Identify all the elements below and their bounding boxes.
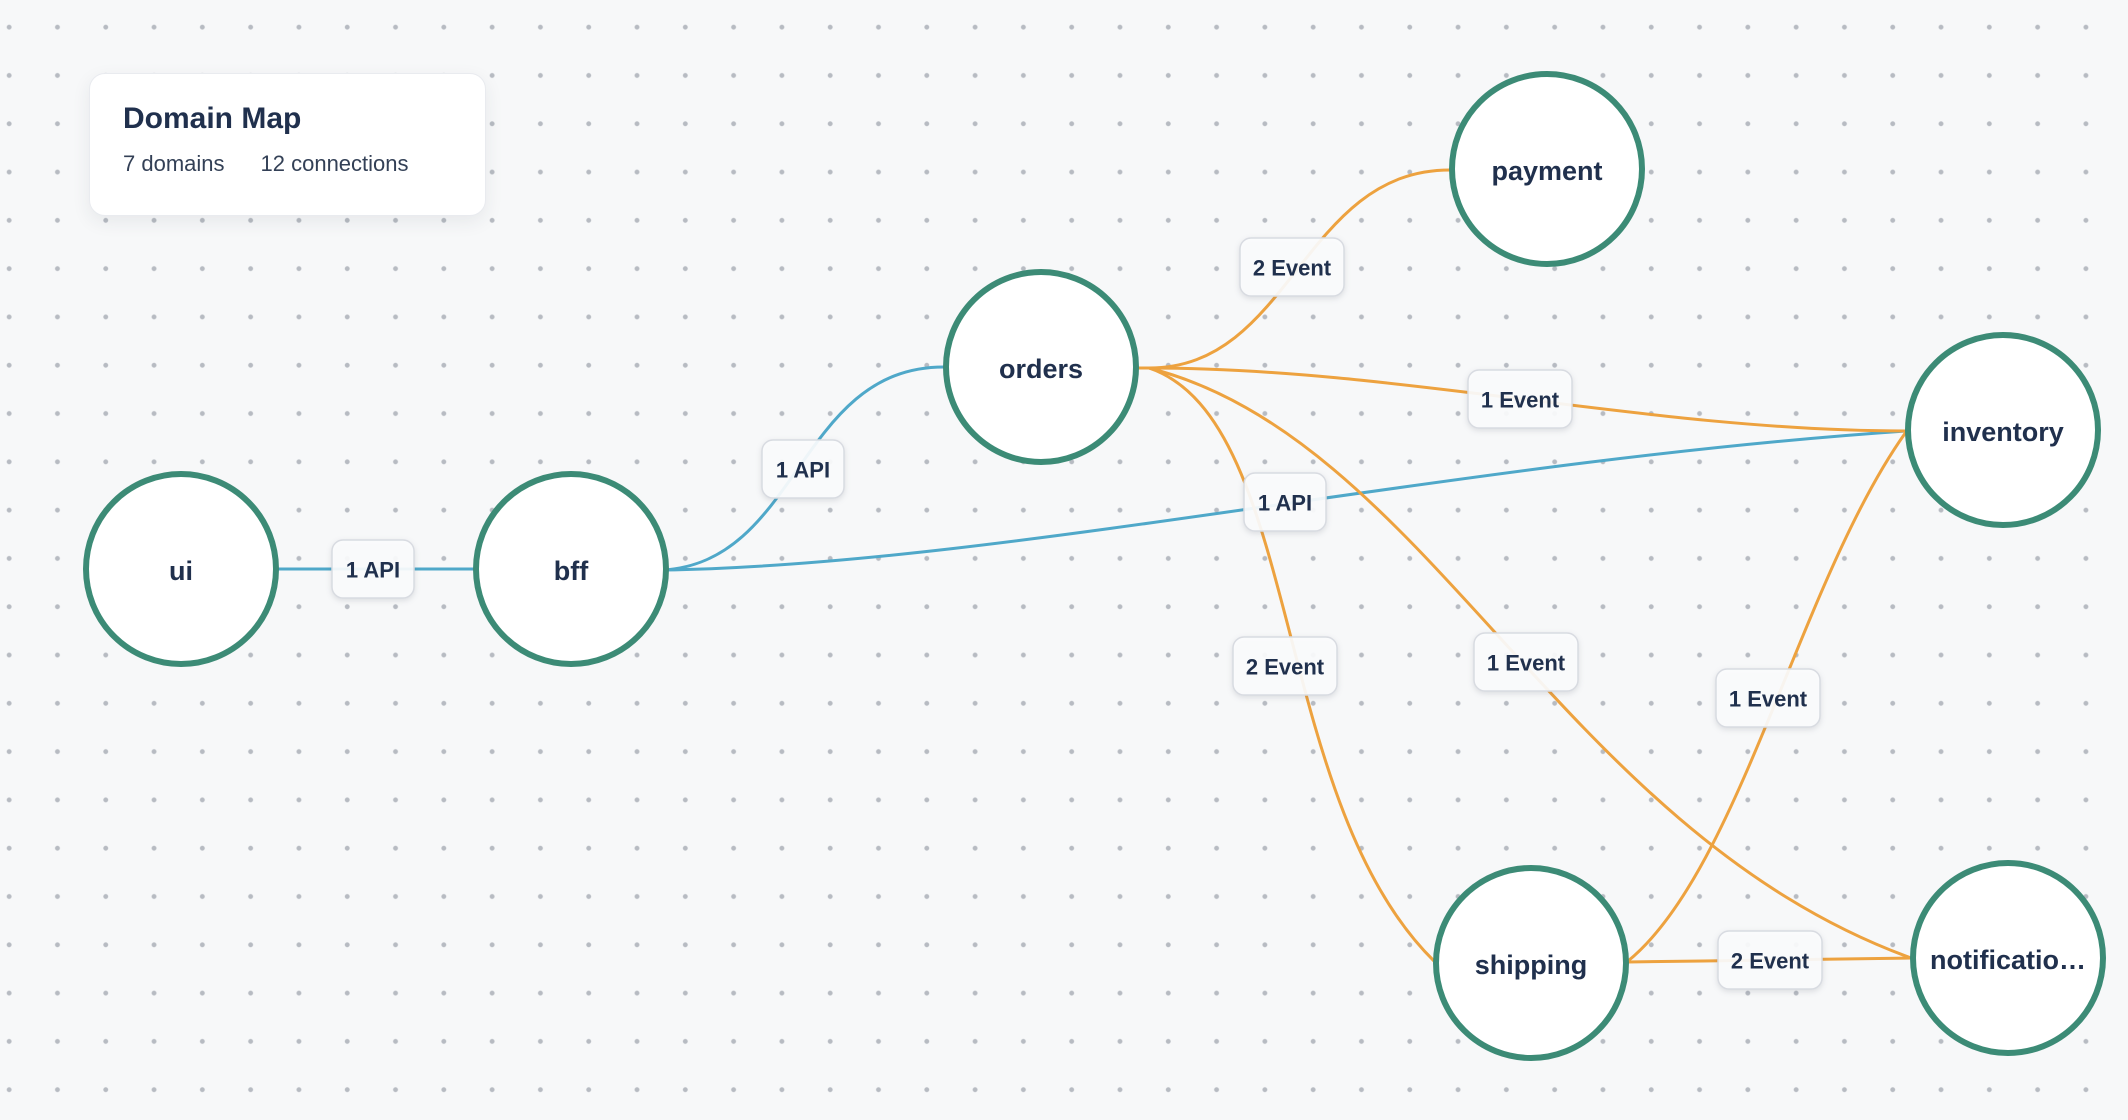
node-orders[interactable]: orders [943, 269, 1139, 465]
edge-orders-shipping[interactable] [1134, 366, 1436, 963]
node-ui[interactable]: ui [83, 471, 279, 667]
edge-label-box [1239, 237, 1345, 297]
edge-label-bff-orders[interactable]: 1 API [761, 439, 845, 499]
node-circle [83, 471, 279, 667]
edge-label-text: 1 API [776, 458, 830, 483]
node-circle [473, 471, 669, 667]
edge-label-box [1473, 632, 1579, 692]
edge-label-text: 1 Event [1729, 687, 1808, 712]
edge-label-bff-inventory[interactable]: 1 API [1243, 472, 1327, 532]
connections-count: 12 connections [260, 151, 409, 176]
panel-stats: 7 domains 12 connections [123, 151, 452, 177]
edge-label-text: 1 Event [1487, 651, 1566, 676]
edge-orders-notifications[interactable] [1134, 366, 1913, 960]
edge-label-shipping-inventory[interactable]: 1 Event [1715, 668, 1821, 728]
panel-title: Domain Map [123, 102, 302, 135]
edge-label-orders-shipping[interactable]: 2 Event [1232, 636, 1338, 696]
edge-label-box [1467, 369, 1573, 429]
edge-label-orders-inventory[interactable]: 1 Event [1467, 369, 1573, 429]
edge-labels-layer: 1 API 1 API 1 API 2 Event 1 Event 2 Event 1 Ev… [331, 237, 1823, 990]
node-payment[interactable]: payment [1449, 71, 1645, 267]
edge-label-text: 2 Event [1246, 655, 1325, 680]
node-label: shipping [1475, 950, 1587, 980]
node-label: ui [169, 556, 193, 586]
node-label: bff [554, 556, 589, 586]
edge-label-text: 2 Event [1731, 949, 1810, 974]
node-circle [1905, 332, 2101, 528]
edge-label-text: 1 API [346, 558, 400, 583]
edge-label-box [1243, 472, 1327, 532]
edge-label-ui-bff[interactable]: 1 API [331, 539, 415, 599]
node-label: notificatio… [1930, 945, 2086, 975]
node-circle [1433, 865, 1629, 1061]
node-bff[interactable]: bff [473, 471, 669, 667]
node-inventory[interactable]: inventory [1905, 332, 2101, 528]
node-label: orders [999, 354, 1083, 384]
edge-label-shipping-notifications[interactable]: 2 Event [1717, 930, 1823, 990]
edge-label-box [761, 439, 845, 499]
domains-count: 7 domains [123, 151, 225, 176]
edge-label-orders-notifications[interactable]: 1 Event [1473, 632, 1579, 692]
edge-label-box [1232, 636, 1338, 696]
edge-label-box [1715, 668, 1821, 728]
edge-label-orders-payment[interactable]: 2 Event [1239, 237, 1345, 297]
edge-label-box [331, 539, 415, 599]
edge-label-box [1717, 930, 1823, 990]
node-circle [1449, 71, 1645, 267]
edge-label-text: 2 Event [1253, 256, 1332, 281]
node-label: payment [1491, 156, 1602, 186]
edge-label-text: 1 Event [1481, 388, 1560, 413]
nodes-layer: ui bff orders payment inventory shipping notif… [83, 71, 2106, 1061]
node-label: inventory [1942, 417, 2064, 447]
node-circle [1910, 860, 2106, 1056]
node-shipping[interactable]: shipping [1433, 865, 1629, 1061]
node-notifications[interactable]: notificatio… [1910, 860, 2106, 1056]
node-circle [943, 269, 1139, 465]
edge-label-text: 1 API [1258, 491, 1312, 516]
domain-map-panel: Domain Map 7 domains 12 connections [89, 73, 486, 216]
edge-bff-inventory[interactable] [661, 429, 1908, 572]
